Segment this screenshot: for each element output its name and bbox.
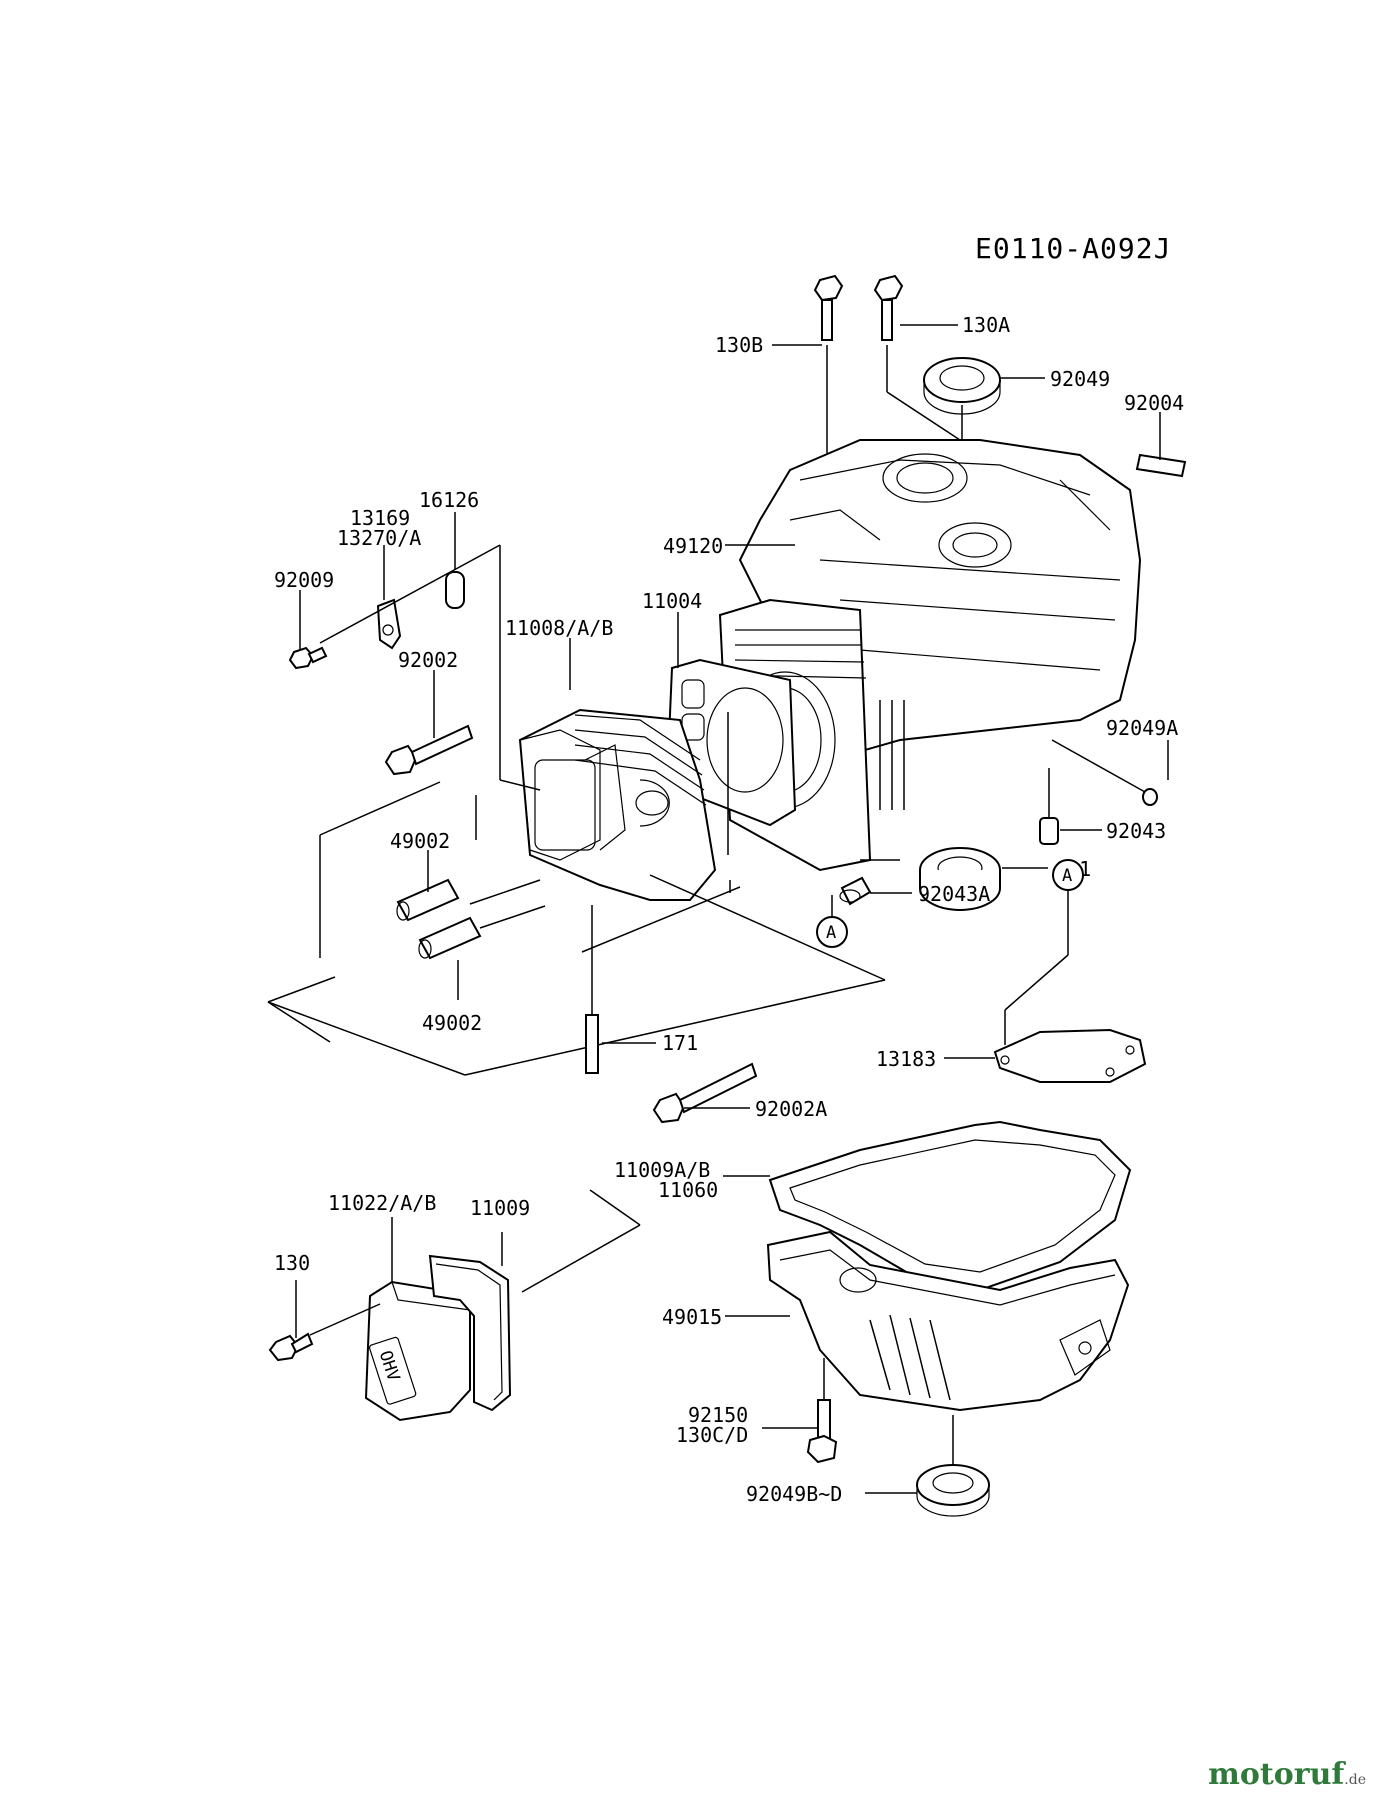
gasket-11009	[428, 1254, 512, 1412]
label-49015: 49015	[662, 1305, 722, 1329]
label-13169: 13169	[350, 506, 410, 530]
label-92004: 92004	[1124, 391, 1184, 415]
dowel-92043a	[839, 876, 872, 906]
motoruf-watermark: motoruf.de	[1208, 1757, 1366, 1792]
oil-pan-49015	[766, 1230, 1130, 1412]
stud-171	[585, 1014, 599, 1074]
cylinder-head-11008	[518, 708, 717, 901]
label-130cd: 130C/D	[676, 1423, 748, 1447]
clip-16126	[445, 571, 465, 609]
oil-seal-92049bd	[916, 1464, 990, 1517]
stud-92004	[1135, 453, 1187, 478]
bolt-92009	[288, 646, 328, 670]
label-11009ab: 11009A/B	[614, 1158, 710, 1182]
label-11060: 11060	[658, 1178, 718, 1202]
callout-a-left: A	[816, 916, 848, 948]
label-171: 171	[662, 1031, 698, 1055]
watermark-suffix: .de	[1344, 1772, 1366, 1788]
label-92043a: 92043A	[918, 882, 990, 906]
label-92002: 92002	[398, 648, 458, 672]
label-13183: 13183	[876, 1047, 936, 1071]
bolt-92150	[806, 1399, 838, 1464]
bolt-92002	[384, 724, 474, 776]
bolt-92002a	[652, 1062, 758, 1124]
label-11008ab: 11008/A/B	[505, 616, 613, 640]
label-92009: 92009	[274, 568, 334, 592]
svg-text:A: A	[826, 923, 836, 943]
label-49120: 49120	[663, 534, 723, 558]
diagram-reference-code: E0110-A092J	[975, 232, 1171, 265]
label-92049: 92049	[1050, 367, 1110, 391]
label-92002a: 92002A	[755, 1097, 827, 1121]
label-130: 130	[274, 1251, 310, 1275]
label-130a: 130A	[962, 313, 1010, 337]
label-49002-lower: 49002	[422, 1011, 482, 1035]
label-130b: 130B	[715, 333, 763, 357]
label-16126: 16126	[419, 488, 479, 512]
valve-guide-49002-upper	[396, 878, 460, 922]
label-49002-upper: 49002	[390, 829, 450, 853]
bolt-130a	[873, 274, 961, 441]
label-11009: 11009	[470, 1196, 530, 1220]
bolt-130	[268, 1332, 314, 1362]
label-13270a: 13270/A	[337, 526, 421, 550]
bearing-601	[919, 847, 1001, 911]
bracket-13169	[376, 598, 402, 650]
rocker-cover-11022: OHV	[364, 1280, 471, 1422]
callout-a-right: A	[1052, 859, 1084, 891]
dowel-92043	[1039, 817, 1059, 845]
label-11022ab: 11022/A/B	[328, 1191, 436, 1215]
watermark-main: motoruf	[1208, 1757, 1345, 1792]
label-11004: 11004	[642, 589, 702, 613]
label-92049a: 92049A	[1106, 716, 1178, 740]
label-92049bd: 92049B~D	[746, 1482, 842, 1506]
gasket-13183	[993, 1028, 1147, 1083]
seal-92049a	[1142, 788, 1158, 806]
bolt-130b	[813, 274, 844, 455]
label-92150: 92150	[688, 1403, 748, 1427]
valve-guide-49002-lower	[418, 916, 482, 960]
head-gasket	[519, 729, 626, 861]
svg-text:A: A	[1062, 866, 1072, 886]
label-92043: 92043	[1106, 819, 1166, 843]
gasket-11009ab	[768, 1120, 1132, 1292]
